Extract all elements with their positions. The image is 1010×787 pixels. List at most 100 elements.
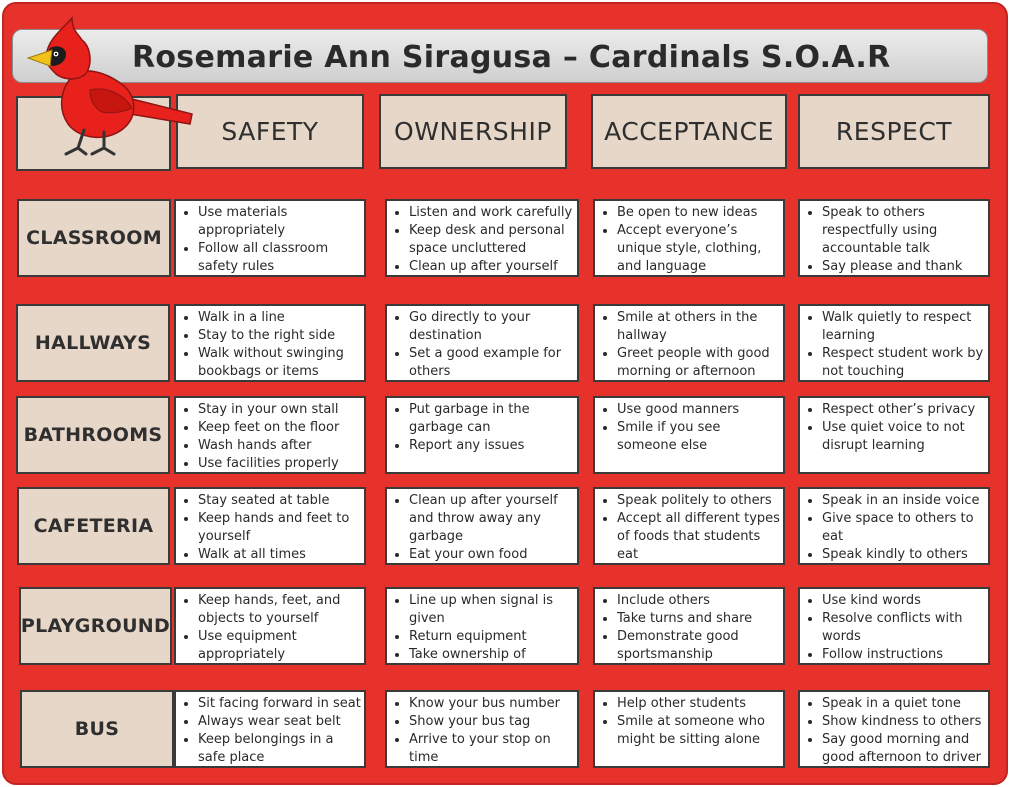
row-header-classroom: CLASSROOM (17, 199, 171, 277)
list-item: Put garbage in the garbage can (409, 401, 575, 437)
list-item: Clean up after yourself (409, 258, 575, 275)
list-item: Say please and thank you (822, 258, 986, 275)
list-item: Line up when signal is given (409, 592, 575, 628)
bullet-list: Help other studentsSmile at someone who … (600, 695, 781, 749)
bullet-list: Stay in your own stallKeep feet on the f… (181, 401, 362, 472)
bullet-list: Keep hands, feet, and objects to yoursel… (181, 592, 362, 663)
list-item: Take turns and share (617, 610, 781, 628)
list-item: Follow all classroom safety rules (198, 240, 362, 275)
list-item: Walk quietly to respect learning (822, 309, 986, 345)
list-item: Use facilities properly (198, 455, 362, 472)
bullet-list: Include othersTake turns and shareDemons… (600, 592, 781, 663)
bullet-list: Use kind wordsResolve conflicts with wor… (805, 592, 986, 663)
list-item: Use kind words (822, 592, 986, 610)
list-item: Demonstrate good sportsmanship (617, 628, 781, 663)
list-item: Speak politely to others (617, 492, 781, 510)
bullet-list: Walk in a lineStay to the right sideWalk… (181, 309, 362, 380)
list-item: Go directly to your destination (409, 309, 575, 345)
list-item: Know your bus number (409, 695, 575, 713)
bullet-list: Respect other’s privacyUse quiet voice t… (805, 401, 986, 455)
list-item: Stay in your own stall (198, 401, 362, 419)
list-item: Show kindness to others (822, 713, 986, 731)
bullet-list: Speak in a quiet toneShow kindness to ot… (805, 695, 986, 766)
list-item: Walk at all times (198, 546, 362, 563)
list-item: Respect other’s privacy (822, 401, 986, 419)
list-item: Eat your own food (409, 546, 575, 563)
cell-bathrooms-ownership: Put garbage in the garbage canReport any… (385, 396, 579, 474)
cell-cafeteria-safety: Stay seated at tableKeep hands and feet … (174, 487, 366, 565)
column-header-ownership: OWNERSHIP (379, 94, 567, 169)
list-item: Report any issues to adult (409, 767, 575, 768)
list-item: Greet people with good morning or aftern… (617, 345, 781, 380)
list-item: Wash hands after (198, 437, 362, 455)
list-item: Smile at others in the hallway (617, 309, 781, 345)
cell-playground-acceptance: Include othersTake turns and shareDemons… (593, 587, 785, 665)
list-item: Keep feet on the floor (198, 419, 362, 437)
title-banner (12, 29, 988, 83)
cell-bus-ownership: Know your bus numberShow your bus tagArr… (385, 690, 579, 768)
cell-classroom-acceptance: Be open to new ideasAccept everyone’s un… (593, 199, 785, 277)
list-item: Resolve conflicts with words (822, 610, 986, 646)
list-item: Speak to others respectfully using accou… (822, 204, 986, 258)
cell-hallways-safety: Walk in a lineStay to the right sideWalk… (174, 304, 366, 382)
list-item: Walk in a line (198, 309, 362, 327)
cell-cafeteria-respect: Speak in an inside voiceGive space to ot… (798, 487, 990, 565)
page-title: Rosemarie Ann Siragusa – Cardinals S.O.A… (132, 40, 891, 75)
cardinal-bird-icon (26, 16, 193, 156)
row-header-bus: BUS (20, 690, 174, 768)
list-item: Keep hands and feet to yourself (198, 510, 362, 546)
cell-hallways-ownership: Go directly to your destinationSet a goo… (385, 304, 579, 382)
cell-playground-safety: Keep hands, feet, and objects to yoursel… (174, 587, 366, 665)
bullet-list: Line up when signal is givenReturn equip… (392, 592, 575, 663)
list-item: Walk without swinging bookbags or items (198, 345, 362, 380)
cell-classroom-ownership: Listen and work carefullyKeep desk and p… (385, 199, 579, 277)
bullet-list: Know your bus numberShow your bus tagArr… (392, 695, 575, 768)
list-item: Say good morning and good afternoon to d… (822, 731, 986, 766)
row-header-bathrooms: BATHROOMS (16, 396, 170, 474)
bullet-list: Use materials appropriatelyFollow all cl… (181, 204, 362, 275)
list-item: Smile at someone who might be sitting al… (617, 713, 781, 749)
cell-hallways-respect: Walk quietly to respect learningRespect … (798, 304, 990, 382)
list-item: Return equipment (409, 628, 575, 646)
cell-playground-respect: Use kind wordsResolve conflicts with wor… (798, 587, 990, 665)
column-header-acceptance: ACCEPTANCE (591, 94, 787, 169)
list-item: Clean up after yourself and throw away a… (409, 492, 575, 546)
list-item: Include others (617, 592, 781, 610)
list-item: Speak in a quiet tone (822, 695, 986, 713)
list-item: Report any issues (409, 437, 575, 455)
column-header-respect: RESPECT (798, 94, 990, 169)
cell-bathrooms-acceptance: Use good mannersSmile if you see someone… (593, 396, 785, 474)
row-header-hallways: HALLWAYS (16, 304, 170, 382)
bullet-list: Use good mannersSmile if you see someone… (600, 401, 781, 455)
list-item: Speak in an inside voice (822, 492, 986, 510)
list-item: Listen and work carefully (409, 204, 575, 222)
cell-bus-safety: Sit facing forward in seatAlways wear se… (174, 690, 366, 768)
bullet-list: Smile at others in the hallwayGreet peop… (600, 309, 781, 380)
list-item: Always wear seat belt (198, 713, 362, 731)
list-item: Accept everyone’s unique style, clothing… (617, 222, 781, 275)
list-item: Smile if you see someone else (617, 419, 781, 455)
cell-bathrooms-safety: Stay in your own stallKeep feet on the f… (174, 396, 366, 474)
list-item: Sit facing forward in seat (198, 695, 362, 713)
list-item: Accept all different types of foods that… (617, 510, 781, 563)
bullet-list: Be open to new ideasAccept everyone’s un… (600, 204, 781, 275)
list-item: Respect student work by not touching (822, 345, 986, 380)
list-item: Show your bus tag (409, 713, 575, 731)
list-item: Give space to others to eat (822, 510, 986, 546)
bullet-list: Listen and work carefullyKeep desk and p… (392, 204, 575, 275)
list-item: Keep desk and personal space uncluttered (409, 222, 575, 258)
bullet-list: Stay seated at tableKeep hands and feet … (181, 492, 362, 563)
cell-cafeteria-ownership: Clean up after yourself and throw away a… (385, 487, 579, 565)
row-header-cafeteria: CAFETERIA (17, 487, 170, 565)
list-item: Speak kindly to others (822, 546, 986, 563)
list-item: Set a good example for others (409, 345, 575, 380)
cell-classroom-respect: Speak to others respectfully using accou… (798, 199, 990, 277)
list-item: Take ownership of actions (409, 646, 575, 663)
bullet-list: Put garbage in the garbage canReport any… (392, 401, 575, 455)
cell-classroom-safety: Use materials appropriatelyFollow all cl… (174, 199, 366, 277)
list-item: Stay seated at table (198, 492, 362, 510)
bullet-list: Sit facing forward in seatAlways wear se… (181, 695, 362, 766)
list-item: Arrive to your stop on time (409, 731, 575, 766)
bullet-list: Speak to others respectfully using accou… (805, 204, 986, 275)
list-item: Use quiet voice to not disrupt learning (822, 419, 986, 455)
